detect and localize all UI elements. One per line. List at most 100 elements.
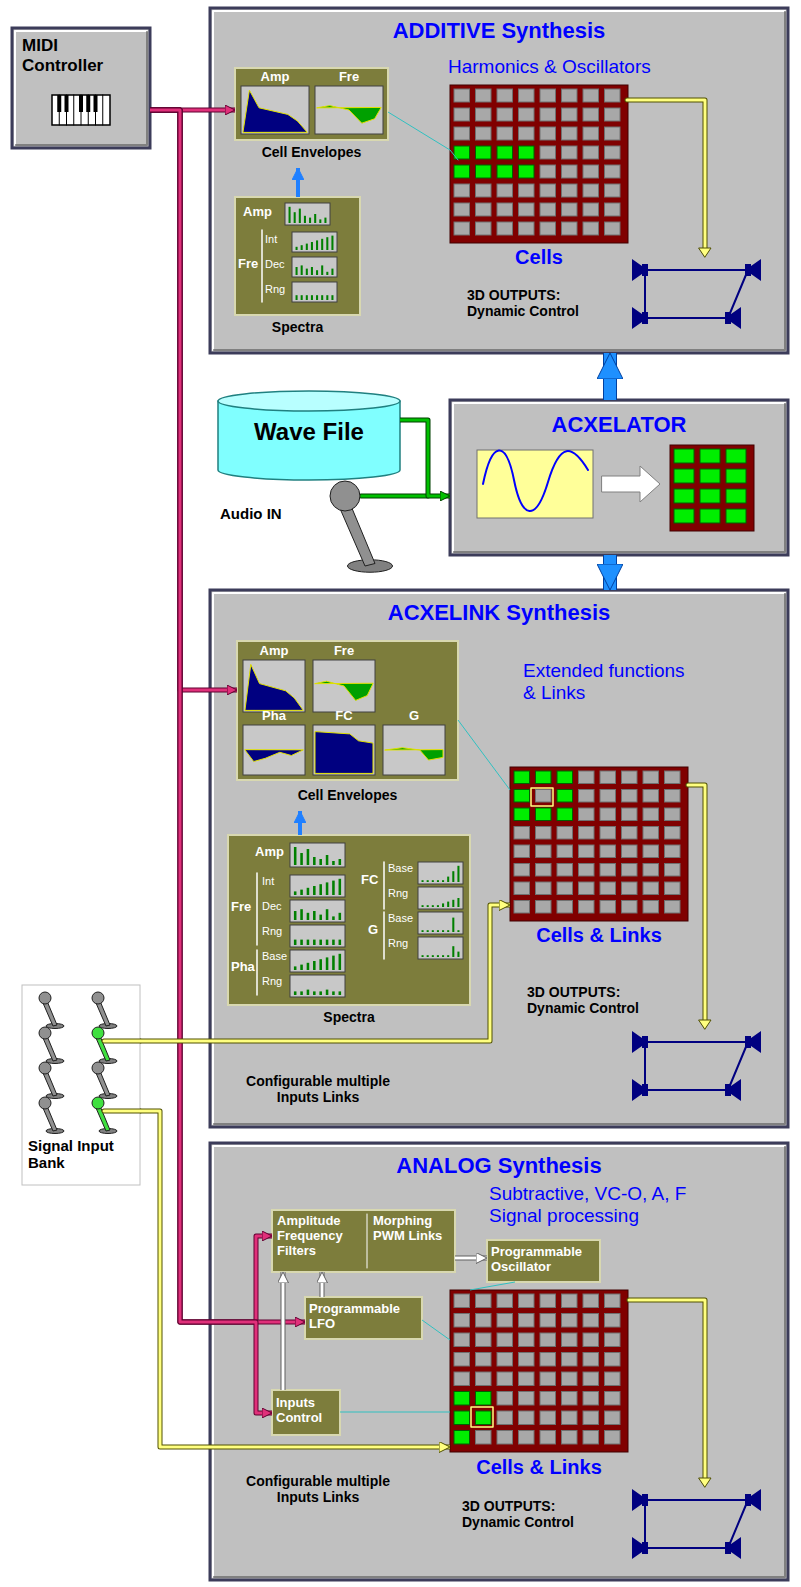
spectrum-bar [294, 911, 297, 920]
grid-cell [579, 790, 595, 803]
active-cell [700, 449, 720, 463]
grid-cell [536, 845, 552, 858]
wire [361, 495, 428, 498]
active-cell [557, 808, 573, 821]
grid-cell [622, 901, 638, 914]
panel-bevel [16, 32, 147, 145]
spectrum-bar [311, 242, 313, 250]
wire [104, 1040, 140, 1043]
grid-cell [605, 165, 621, 178]
spectrum-bar [326, 237, 328, 250]
grid-cell [557, 882, 573, 895]
connector [150, 110, 272, 1413]
grid-cell [540, 1294, 556, 1308]
connector [604, 555, 616, 590]
grid-cell [519, 184, 535, 197]
cell-grid [450, 85, 628, 243]
grid-cell [562, 165, 578, 178]
active-cell [454, 1411, 470, 1425]
connector [340, 1412, 450, 1413]
spectrum-bar [301, 265, 303, 275]
bracket [256, 873, 258, 945]
envelope-box: AmpFreCell Envelopes [235, 68, 388, 168]
connector [400, 420, 450, 496]
spectrum-graph [418, 912, 463, 934]
node-text: Wave File [218, 418, 400, 446]
grid-cell [454, 127, 470, 140]
grid-cell [605, 89, 621, 102]
spectrum-bar [296, 247, 298, 250]
leader-line [450, 150, 458, 160]
grid-cell [536, 790, 552, 803]
grid-cell [540, 146, 556, 159]
grid-cell [540, 108, 556, 121]
grid-cell [583, 203, 599, 216]
grid-cell [497, 1411, 513, 1425]
grid-cell [665, 808, 681, 821]
grid-cell [583, 1314, 599, 1328]
connector [296, 168, 300, 197]
envelope-curve [315, 681, 373, 700]
speaker-body [642, 1084, 648, 1096]
spectrum-bar [442, 903, 444, 907]
spectrum-bar [422, 955, 424, 957]
grid-cell [562, 1392, 578, 1406]
spectrum-bar [332, 861, 335, 865]
spectrum-bar [447, 930, 449, 932]
active-cell [514, 771, 530, 784]
node-text: Int [265, 233, 293, 246]
spectrum-bar [319, 859, 322, 865]
spectra-box: AmpFreIntDecRngSpectra [235, 197, 360, 337]
active-cell [476, 1392, 492, 1406]
spectrum-graph [290, 900, 345, 922]
black-key [79, 95, 83, 112]
node-text: Spectra [228, 1009, 470, 1025]
spectrum-bar [339, 879, 342, 895]
spectrum-bar [339, 859, 342, 865]
spectrum-bar [306, 269, 308, 275]
grid-cell [540, 1314, 556, 1328]
grid-cell [536, 901, 552, 914]
grid-cell [562, 108, 578, 121]
grid-cell [557, 901, 573, 914]
spectrum-bar [311, 267, 313, 275]
spectrum-bar [300, 940, 303, 945]
grid-cell [497, 1314, 513, 1328]
spectrum-bar [422, 905, 424, 907]
active-cell [514, 790, 530, 803]
grid-cell [562, 1314, 578, 1328]
speaker-cone [632, 307, 642, 329]
grid-cell [600, 882, 616, 895]
speaker-cone [731, 307, 741, 329]
spectrum-bar [294, 891, 297, 895]
grid-cell [583, 108, 599, 121]
active-cell [700, 489, 720, 503]
process-box: Programmable LFO [305, 1297, 422, 1339]
grid-cell [562, 89, 578, 102]
grid-cell [540, 1411, 556, 1425]
spectrum-bar [321, 265, 323, 275]
grid-cell [600, 808, 616, 821]
grid-cell [579, 901, 595, 914]
speaker-cone [632, 259, 642, 281]
spectrum-bar [447, 902, 449, 907]
wire-arrowhead [699, 1020, 711, 1029]
node-text: Fre [313, 644, 375, 659]
grid-cell [665, 901, 681, 914]
active-cell [726, 509, 746, 523]
panel-bevel [213, 11, 785, 350]
node-text: Cell Envelopes [235, 144, 388, 160]
envelope-graph [243, 725, 305, 775]
cylinder-body [218, 401, 400, 480]
grid-cell [454, 222, 470, 235]
active-cell [674, 509, 694, 523]
node-text: Dec [265, 258, 293, 271]
grid-cell [519, 222, 535, 235]
active-cell [519, 146, 535, 159]
grid-cell [562, 1372, 578, 1386]
spectrum-bar [339, 991, 342, 995]
envelope-graph [243, 660, 305, 712]
olive-box [305, 1297, 422, 1339]
spectrum-bar [437, 905, 439, 907]
grid-cell [643, 790, 659, 803]
